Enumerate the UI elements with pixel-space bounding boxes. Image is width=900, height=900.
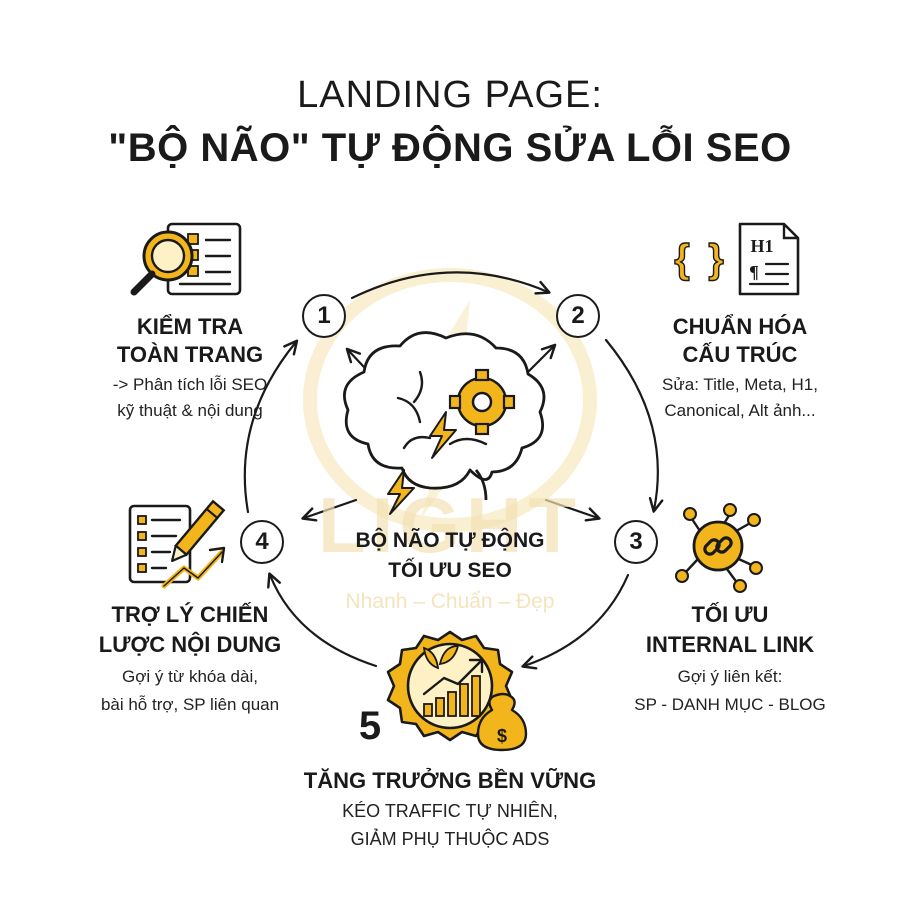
step-4-title-line2: LƯỢC NỘI DUNG [98, 632, 282, 657]
step-3-title-line2: INTERNAL LINK [645, 632, 815, 657]
arrow-2-to-3 [604, 338, 664, 513]
brain-gear-icon [343, 331, 546, 515]
step-2-title-line2: CẤU TRÚC [682, 342, 798, 367]
step-5-desc-line1: KÉO TRAFFIC TỰ NHIÊN, [342, 801, 558, 821]
svg-text:{: { [674, 237, 690, 281]
step-4-desc-line2: bài hỗ trợ, SP liên quan [100, 695, 280, 714]
step-number-3: 3 [614, 520, 658, 564]
step-1-desc-line1: -> Phân tích lỗi SEO [112, 375, 268, 394]
svg-text:}: } [708, 237, 724, 281]
step-4-title-line1: TRỢ LÝ CHIẾN [111, 602, 269, 627]
step-1-title-line1: KIỂM TRA [136, 314, 244, 339]
step-2-desc-line2: Canonical, Alt ảnh... [664, 401, 816, 420]
step-number-1: 1 [302, 294, 346, 338]
step-number-5: 5 [358, 704, 382, 748]
arrow-5-to-4 [267, 572, 378, 668]
arrow-3-to-5 [521, 573, 630, 670]
money-bag-dollar-glyph: $ [497, 726, 507, 746]
arrow-brain-to-4 [301, 498, 358, 522]
page-title-line2: "BỘ NÃO" TỰ ĐỘNG SỬA LỖI SEO [108, 126, 792, 170]
step-4-desc-line1: Gợi ý từ khóa dài, [122, 667, 258, 686]
watermark-brand: LIGHT [318, 481, 582, 569]
step-3-desc-line2: SP - DANH MỤC - BLOG [634, 695, 826, 714]
pilcrow-glyph: ¶ [749, 262, 759, 282]
step-1-desc-line2: kỹ thuật & nội dung [117, 401, 263, 420]
page-title-line1: LANDING PAGE: [297, 74, 603, 116]
step-2-title-line1: CHUẨN HÓA [672, 314, 808, 339]
step-number-4: 4 [240, 520, 284, 564]
step-number-2: 2 [556, 294, 600, 338]
center-label-line2: TỐI ƯU SEO [388, 559, 512, 582]
cycle-arrows [243, 271, 664, 670]
link-network-icon [675, 503, 763, 593]
watermark-slogan: Nhanh – Chuẩn – Đẹp [345, 590, 555, 613]
step-5-title: TĂNG TRƯỞNG BỀN VỮNG [303, 768, 597, 793]
arrow-1-to-2 [350, 271, 551, 300]
magnifier-checklist-icon [130, 222, 242, 296]
arrow-brain-to-3 [544, 498, 601, 522]
arrow-4-to-1 [243, 339, 299, 514]
step-5-desc-line2: GIẢM PHỤ THUỘC ADS [350, 829, 550, 849]
step-3-title-line1: TỐI ƯU [691, 602, 769, 627]
h1-glyph: H1 [750, 236, 773, 256]
checklist-pencil-icon [128, 499, 226, 589]
code-document-icon: { } H1 ¶ [674, 222, 800, 296]
step-3-desc-line1: Gợi ý liên kết: [677, 667, 783, 686]
growth-chart-badge-icon: $ [386, 630, 528, 752]
step-1-title-line2: TOÀN TRANG [116, 342, 264, 367]
center-label-line1: BỘ NÃO TỰ ĐỘNG [355, 529, 545, 552]
step-2-desc-line1: Sửa: Title, Meta, H1, [662, 375, 818, 394]
